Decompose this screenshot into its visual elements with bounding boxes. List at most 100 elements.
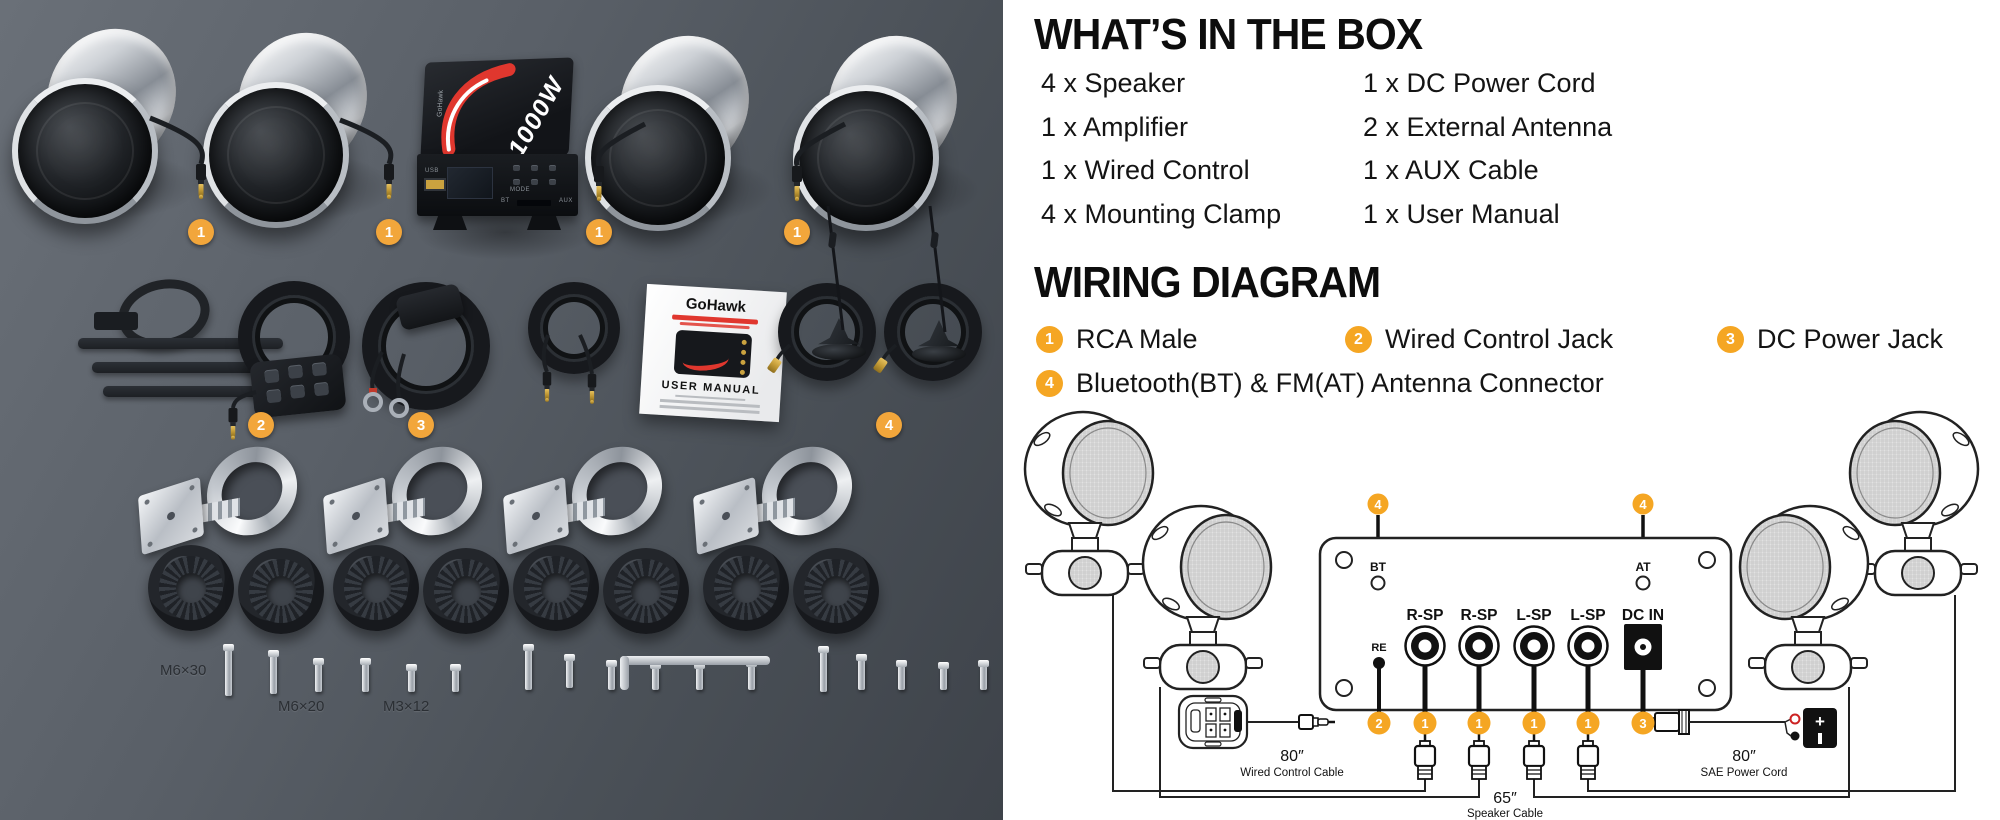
speaker-cable-length: 65″: [1493, 790, 1517, 807]
legend-label: DC Power Jack: [1757, 324, 1944, 354]
amplifier-photo: 1000WMAX GoHawk USB MODE BT AUX: [415, 57, 580, 238]
diagram-speaker-right-1: [1848, 410, 1980, 597]
remote-cable: [231, 390, 257, 409]
badge-1-number: 1: [1475, 716, 1482, 731]
at-label: AT: [1635, 560, 1651, 574]
screw: [523, 644, 534, 690]
at-antenna-port: [1635, 575, 1651, 591]
jack-label-rsp1: R-SP: [1406, 607, 1443, 624]
legend-item-wired-control: 2 Wired Control Jack: [1345, 324, 1613, 355]
power-wire: [396, 353, 406, 399]
port-leads: [1377, 665, 1646, 713]
rca-male-plugs: [1413, 734, 1600, 780]
plate-hole: [1698, 551, 1716, 569]
wiring-legend-row-1: 1 RCA Male 2 Wired Control Jack 3 DC Pow…: [1003, 324, 2000, 354]
screw-m6x20: [313, 658, 324, 692]
aux-wire: [578, 334, 594, 375]
amp-mount-foot: [527, 216, 561, 230]
ring-terminal: [389, 398, 409, 418]
whip-sleeve: [828, 232, 837, 249]
aux-plug-gold: [594, 166, 604, 202]
amp-mount-foot: [433, 216, 467, 230]
box-heading: WHAT’S IN THE BOX: [1034, 10, 1423, 59]
screw-label-m6x20: M6×20: [278, 698, 325, 715]
screw-m6x30: [268, 650, 279, 694]
speaker-cable: [339, 117, 394, 165]
antenna-whip: [826, 205, 845, 331]
speaker-grille: [585, 85, 731, 231]
rubber-insert: [793, 548, 879, 634]
screw: [938, 662, 949, 690]
aux-plug-gold: [196, 164, 206, 200]
dc-in-jack: [1624, 624, 1662, 670]
screw-m3x12: [406, 664, 417, 692]
sd-card-slot: [517, 200, 551, 206]
speaker-grille: [12, 78, 158, 224]
power-wire: [370, 351, 384, 393]
usb-port: [424, 178, 446, 191]
rubber-insert: [148, 545, 234, 631]
box-item: 4 x Speaker: [1041, 68, 1186, 98]
rubber-insert: [238, 548, 324, 634]
badge-2-number: 2: [1375, 716, 1382, 731]
wiring-legend-row-2: 4 Bluetooth(BT) & FM(AT) Antenna Connect…: [1003, 368, 2000, 398]
diagram-wired-control: [1177, 694, 1335, 750]
box-item: 1 x Amplifier: [1041, 111, 1189, 142]
wired-cable-name: Wired Control Cable: [1240, 767, 1344, 779]
badge-speaker: 1: [586, 219, 612, 245]
diagram-power-cord: +: [1648, 708, 1837, 748]
antenna-base: [912, 320, 966, 362]
diagram-speaker-left-2: [1141, 504, 1273, 691]
screw: [818, 646, 829, 692]
re-port: [1373, 657, 1385, 669]
badge-speaker: 1: [376, 219, 402, 245]
amp-usb-label: USB: [425, 168, 439, 174]
cable-labels: 80″ Wired Control Cable 80″ SAE Power Co…: [1240, 748, 1787, 820]
diagram-badge-4: [1632, 493, 1654, 515]
rca-jacks: [1404, 625, 1609, 667]
aux-plug: [587, 374, 597, 404]
badge-4-number: 4: [1639, 497, 1647, 512]
battery-terminal-positive: [1789, 713, 1801, 725]
legend-item-antenna: 4 Bluetooth(BT) & FM(AT) Antenna Connect…: [1036, 368, 1604, 399]
legend-item-rca: 1 RCA Male: [1036, 324, 1198, 355]
sma-connector: [873, 357, 888, 373]
amp-swoosh: [441, 63, 516, 157]
screw: [694, 662, 705, 690]
rubber-strip: [92, 362, 282, 373]
badge-speaker: 1: [188, 219, 214, 245]
amp-bt-label: BT: [501, 198, 510, 204]
legend-badge-4: 4: [1036, 370, 1063, 397]
spare-clamp-bracket: [94, 312, 138, 330]
legend-label: Wired Control Jack: [1385, 324, 1614, 354]
speaker-cable: [149, 115, 205, 165]
amplifier-front: USB MODE BT AUX: [417, 154, 578, 216]
badge-4-number: 4: [1374, 497, 1382, 512]
screw-m3x12: [450, 664, 461, 692]
battery-terminal-negative: [1790, 731, 1800, 741]
bt-label: BT: [1370, 560, 1387, 574]
rubber-strip: [78, 338, 283, 349]
amp-button: [549, 166, 556, 171]
amp-button: [531, 166, 538, 171]
screw: [978, 660, 989, 690]
dc-in-label: DC IN: [1622, 607, 1664, 624]
speaker-cable: [595, 121, 647, 167]
badge-antenna: 4: [876, 412, 902, 438]
amp-mode-label: MODE: [510, 187, 530, 193]
antenna-base: [812, 318, 866, 360]
speaker-grille: [793, 85, 939, 231]
plate-hole: [1335, 679, 1353, 697]
rubber-insert: [513, 545, 599, 631]
diagram-badge-4: [1367, 493, 1389, 515]
bt-antenna-port: [1370, 575, 1386, 591]
rubber-insert: [423, 548, 509, 634]
screw-m6x20: [360, 658, 371, 692]
aux-plug-gold: [384, 164, 394, 200]
ring-terminal: [363, 392, 383, 412]
jack-label-lsp1: L-SP: [1516, 607, 1551, 624]
screw-label-m3x12: M3×12: [383, 698, 430, 715]
whip-sleeve: [930, 232, 939, 249]
jack-label-rsp2: R-SP: [1460, 607, 1497, 624]
badge-power-cord: 3: [408, 412, 434, 438]
